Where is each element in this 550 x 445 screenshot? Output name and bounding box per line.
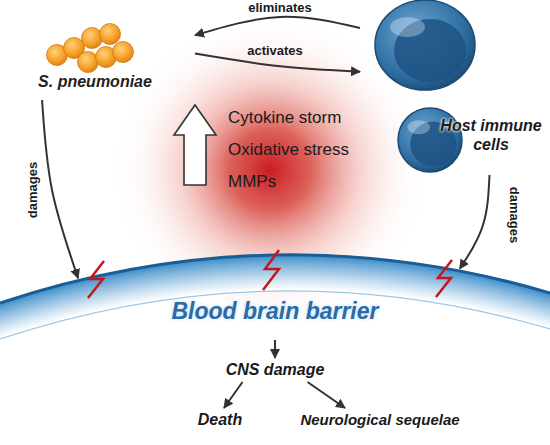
barrier-band-shape [0, 245, 550, 340]
arrow-connector [460, 175, 490, 269]
edge-label: activates [247, 43, 303, 58]
bacteria-node: S. pneumoniae [20, 20, 195, 100]
cell-highlight [408, 120, 430, 134]
arrow-connector [274, 340, 276, 358]
coccus-cell [82, 28, 103, 49]
edge-label: damages [507, 187, 522, 243]
edge-label: damages [25, 162, 40, 218]
outcome-node: Death [180, 408, 260, 432]
cell-membrane [375, 0, 475, 90]
arrow-connector [42, 100, 78, 278]
barrier-bottom-edge [0, 291, 550, 339]
node-label: Death [180, 410, 260, 429]
immune-cell-illustration [360, 0, 545, 175]
arrow-connector [195, 17, 360, 35]
coccus-cell [78, 52, 99, 73]
barrier-gradient-layer [0, 288, 550, 336]
node-label: S. pneumoniae [20, 72, 170, 91]
barrier-gradient-layer [0, 290, 550, 338]
immune-cells-node: Host immune cells [360, 0, 545, 175]
arrow-connector [308, 382, 346, 408]
cell-highlight [390, 17, 425, 37]
outcome-node: CNS damage [210, 358, 340, 382]
outcome-node: Neurological sequelae [280, 408, 480, 432]
coccus-cell [100, 24, 121, 45]
barrier-gradient-layer [0, 286, 550, 334]
immune-cell [375, 0, 475, 90]
node-label: MMPs [228, 172, 418, 192]
node-label: Neurological sequelae [280, 411, 480, 429]
edge-label: eliminates [248, 0, 312, 15]
node-label: Host immune cells [438, 116, 544, 154]
node-label: Cytokine storm [228, 108, 418, 128]
barrier-gradient-layer [0, 289, 550, 337]
arrow-connector [224, 382, 243, 408]
barrier-top-edge [0, 255, 550, 303]
coccus-cell [113, 42, 134, 63]
node-label: Oxidative stress [228, 140, 418, 160]
barrier-node: Blood brain barrier [0, 245, 550, 340]
node-label: CNS damage [210, 360, 340, 379]
increase-arrow [174, 105, 216, 185]
barrier-gradient-layer [0, 287, 550, 335]
node-label: Blood brain barrier [0, 298, 550, 326]
